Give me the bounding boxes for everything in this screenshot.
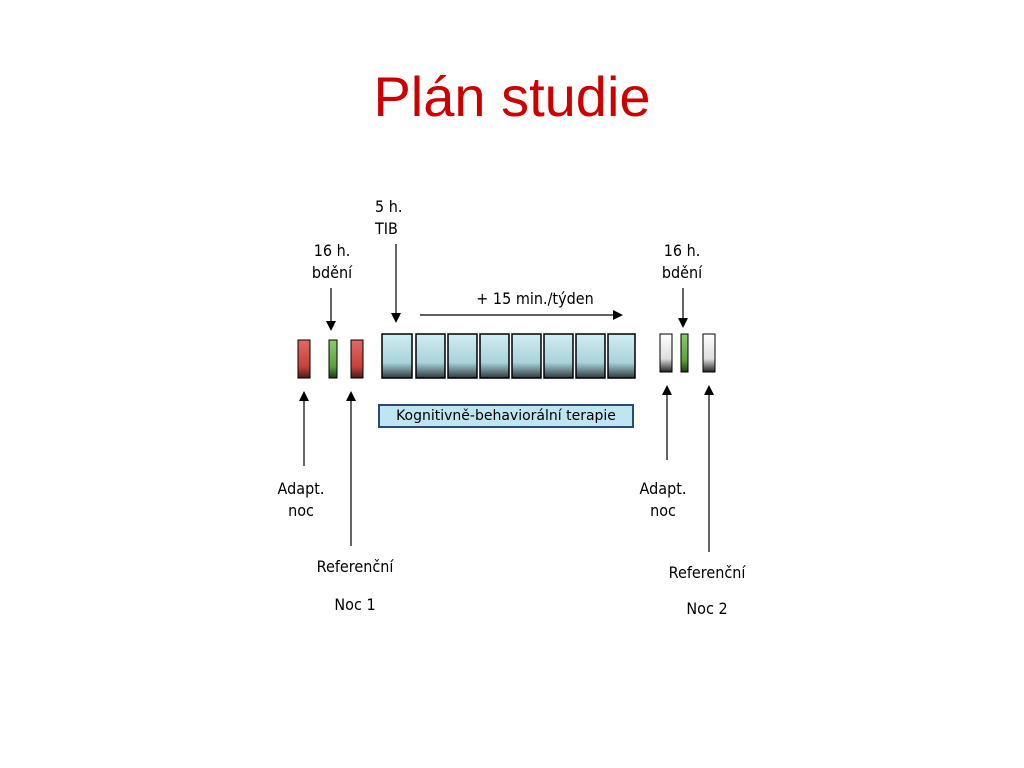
adapt-label-left-line1: Adapt. bbox=[277, 479, 325, 498]
tib-label-line2: TIB bbox=[375, 219, 398, 238]
wake-label-left-line1: 16 h. bbox=[313, 241, 351, 260]
tib-label: 5 h. TIB bbox=[375, 196, 429, 240]
adapt-label-right-line2: noc bbox=[650, 501, 676, 520]
reference-night-left: Noc 1 bbox=[334, 595, 376, 614]
wake-bar-right bbox=[680, 333, 689, 373]
adapt-label-left-line2: noc bbox=[288, 501, 314, 520]
wake-label-left-line2: bdění bbox=[311, 263, 353, 282]
reference-label-left: Referenční bbox=[316, 557, 394, 576]
wake-label-right: 16 h. bdění bbox=[653, 240, 711, 284]
therapy-week-block bbox=[575, 333, 606, 379]
therapy-week-block bbox=[543, 333, 574, 379]
therapy-week-block bbox=[447, 333, 478, 379]
therapy-week-block bbox=[479, 333, 510, 379]
adaptation-night-bar-right bbox=[659, 333, 673, 373]
therapy-week-block bbox=[607, 333, 636, 379]
therapy-weeks bbox=[381, 333, 636, 379]
tib-label-line1: 5 h. bbox=[375, 197, 403, 216]
adapt-label-right: Adapt. noc bbox=[632, 478, 695, 522]
reference-night-bar-right bbox=[702, 333, 716, 373]
therapy-week-block bbox=[415, 333, 446, 379]
increment-label: + 15 min./týden bbox=[476, 289, 594, 308]
wake-label-right-line1: 16 h. bbox=[663, 241, 701, 260]
wake-bar-left bbox=[328, 339, 338, 379]
therapy-label: Kognitivně-behaviorální terapie bbox=[378, 404, 634, 428]
reference-label-right: Referenční bbox=[668, 563, 746, 582]
therapy-week-block bbox=[381, 333, 413, 379]
reference-night-bar-left bbox=[350, 339, 364, 379]
therapy-week-block bbox=[511, 333, 542, 379]
wake-label-right-line2: bdění bbox=[661, 263, 703, 282]
wake-label-left: 16 h. bdění bbox=[303, 240, 361, 284]
adapt-label-right-line1: Adapt. bbox=[639, 479, 687, 498]
slide-title: Plán studie bbox=[373, 65, 651, 128]
adapt-label-left: Adapt. noc bbox=[270, 478, 333, 522]
reference-night-right: Noc 2 bbox=[686, 599, 728, 618]
adaptation-night-bar-left bbox=[297, 339, 311, 379]
